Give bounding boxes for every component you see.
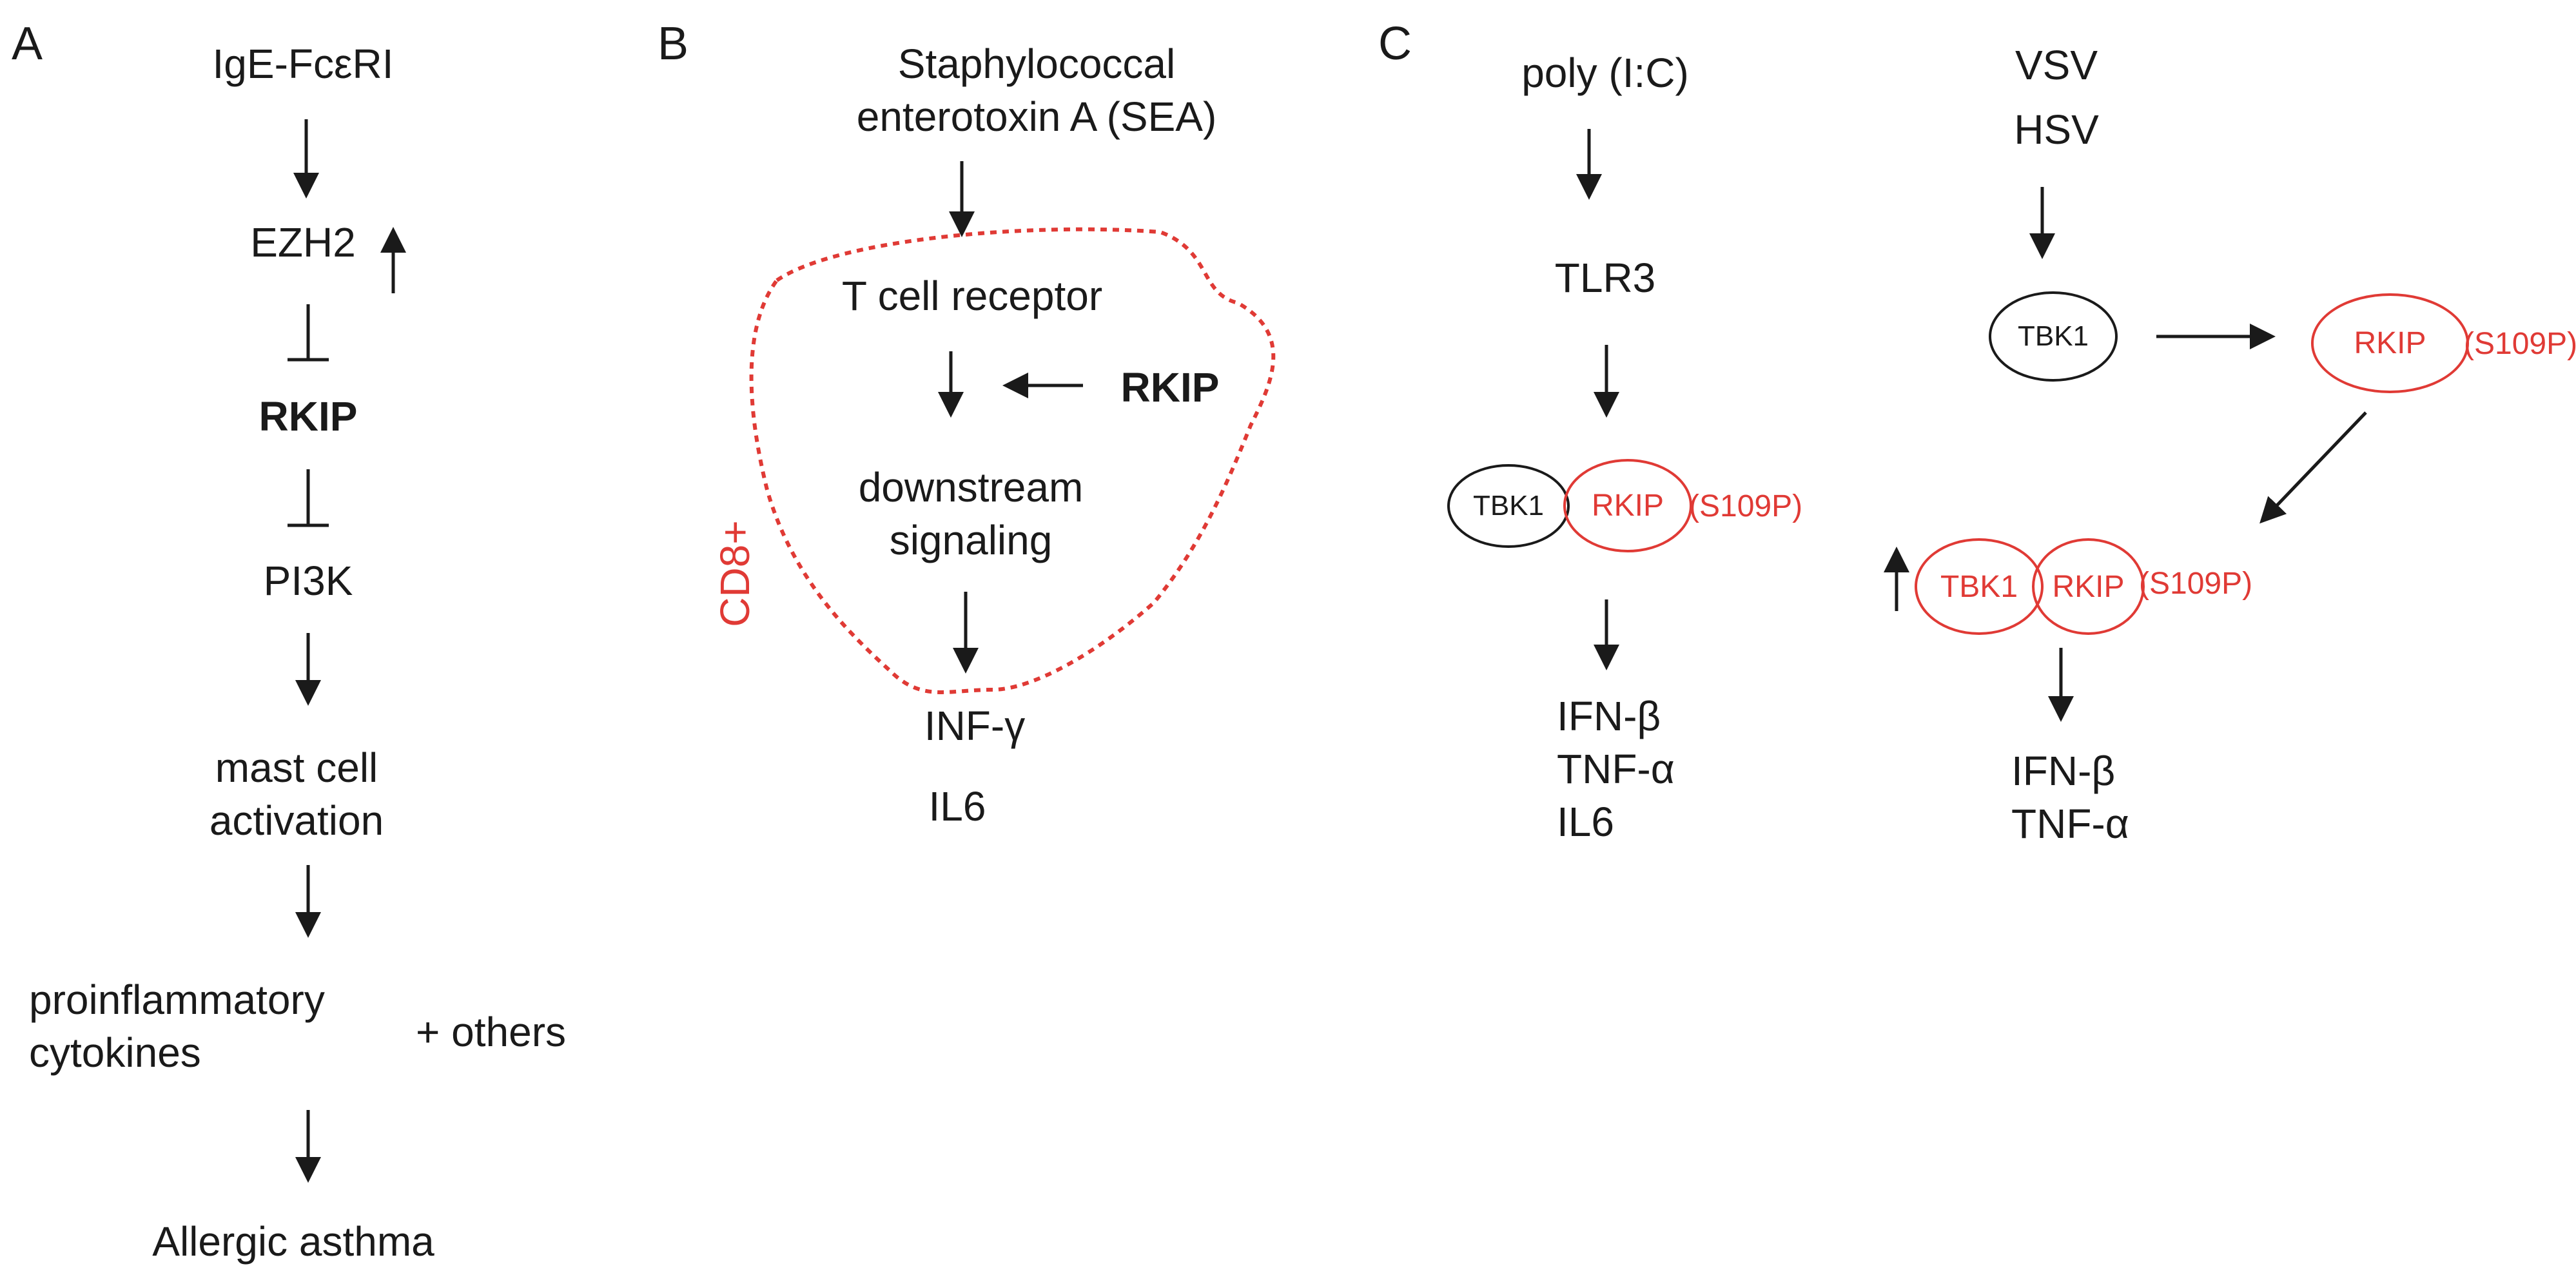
hsv-label: HSV xyxy=(2014,106,2099,153)
t-cell-receptor-label: T cell receptor xyxy=(841,273,1103,319)
downstream-signaling-label: downstream signaling xyxy=(858,464,1084,563)
panel-b-label: B xyxy=(658,18,689,70)
ezh2-label: EZH2 xyxy=(250,219,356,266)
proinflammatory-cytokines-label: proinflammatory cytokines xyxy=(29,977,325,1076)
sea-label: Staphylococcal enterotoxin A (SEA) xyxy=(856,41,1217,140)
rkip-node-top: RKIP xyxy=(2311,293,2469,393)
mast-cell-activation-label: mast cell activation xyxy=(209,744,384,844)
inhibit-rkip-pi3k xyxy=(288,469,329,527)
panel-c-connectors xyxy=(1576,129,2367,722)
poly-ic-label: poly (I:C) xyxy=(1521,50,1689,96)
allergic-asthma-label: Allergic asthma xyxy=(152,1218,434,1265)
rkip-node-left: RKIP xyxy=(1563,459,1692,552)
s109p-label-bottom: (S109P) xyxy=(2139,567,2253,601)
outputs-right-label: IFN-β TNF-α xyxy=(2011,748,2129,847)
rkip-label: RKIP xyxy=(259,393,358,440)
il6-label: IL6 xyxy=(928,783,986,830)
tbk1-node-bottom: TBK1 xyxy=(1915,538,2044,635)
outputs-left-label: IFN-β TNF-α IL6 xyxy=(1557,693,1675,845)
ige-fceri-label: IgE-FcεRI xyxy=(212,41,394,87)
tbk1-node-left: TBK1 xyxy=(1447,464,1570,548)
cd8-label: CD8+ xyxy=(712,520,758,627)
pi3k-label: PI3K xyxy=(263,558,353,604)
inf-gamma-label: INF-γ xyxy=(924,703,1026,749)
others-label: + others xyxy=(416,1009,567,1055)
panel-c-label: C xyxy=(1378,18,1412,70)
tbk1-node-top: TBK1 xyxy=(1989,291,2118,382)
panel-b-connectors xyxy=(749,161,1276,694)
s109p-label-top: (S109P) xyxy=(2464,327,2576,361)
rkip-regulator-label: RKIP xyxy=(1120,364,1220,411)
cd8-cell-boundary xyxy=(749,227,1276,694)
rkip-node-bottom: RKIP xyxy=(2032,538,2145,635)
panel-a-label: A xyxy=(12,18,43,70)
panel-a-connectors xyxy=(288,119,406,1183)
inhibit-ezh2-rkip xyxy=(288,304,329,362)
vsv-label: VSV xyxy=(2015,42,2098,88)
tlr3-label: TLR3 xyxy=(1554,255,1656,301)
arrow-rkip-to-complex-right xyxy=(2259,411,2367,524)
s109p-label-left: (S109P) xyxy=(1689,489,1803,523)
